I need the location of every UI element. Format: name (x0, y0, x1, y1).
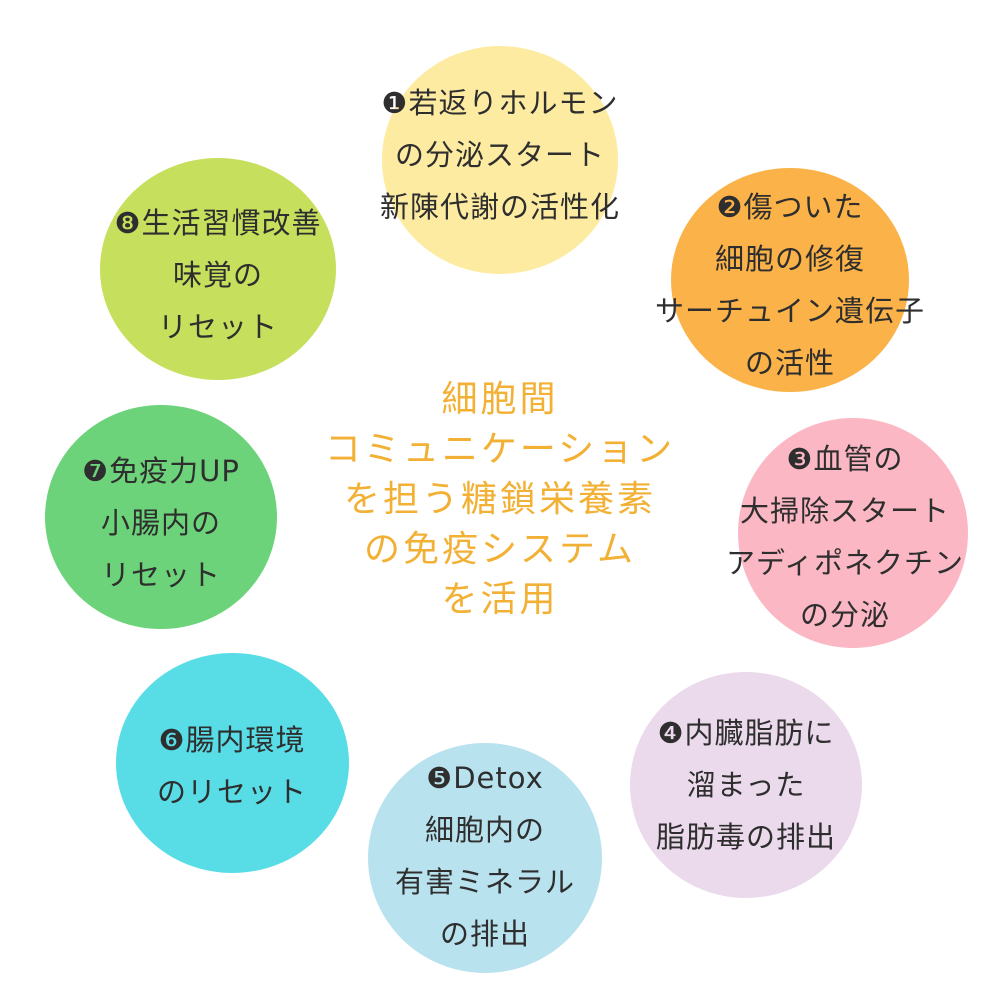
center-line-4: の免疫システム (364, 529, 636, 570)
node-8-line-1: ❽生活習慣改善 (114, 206, 322, 240)
node-2-line-1: ❷傷ついた (716, 190, 864, 224)
node-3-label: ❸血管の 大掃除スタート アディポネクチン の分泌 (726, 433, 964, 641)
node-4-line-3: 脂肪毒の排出 (655, 820, 837, 854)
node-3-line-4: の分泌 (799, 598, 891, 632)
circle-2 (671, 168, 909, 392)
node-1-line-3: 新陳代謝の活性化 (379, 190, 621, 224)
node-2-label: ❷傷ついた 細胞の修復 サーチュイン遺伝子 の活性 (655, 181, 925, 389)
center-line-5: を活用 (441, 579, 559, 620)
node-2-line-2: 細胞の修復 (714, 242, 866, 276)
center-line-1: 細胞間 (441, 379, 559, 420)
node-5-label: ❺Detox 細胞内の 有害ミネラル の排出 (395, 752, 575, 960)
node-2-line-4: の活性 (744, 346, 836, 380)
node-6-label: ❻腸内環境 のリセット (157, 714, 307, 818)
node-4-line-2: 溜まった (686, 768, 806, 802)
center-title: 細胞間 コミュニケーション を担う糖鎖栄養素 の免疫システム を活用 (325, 375, 675, 625)
node-5-line-2: 細胞内の (424, 813, 546, 847)
node-3-line-2: 大掃除スタート (739, 494, 951, 528)
circle-7 (45, 405, 277, 629)
node-5-line-1: ❺Detox (426, 761, 544, 795)
node-6-line-2: のリセット (156, 775, 308, 809)
circle-5 (368, 743, 602, 973)
node-4-label: ❹内臓脂肪に 溜まった 脂肪毒の排出 (656, 707, 836, 863)
node-3-line-1: ❸血管の (786, 442, 904, 476)
node-7-line-1: ❼免疫力UP (82, 454, 240, 488)
node-3-line-3: アディポネクチン (726, 546, 964, 580)
circle-1 (382, 46, 618, 274)
center-line-2: コミュニケーション (324, 429, 676, 470)
node-7-line-3: リセット (100, 558, 221, 592)
node-5-line-3: 有害ミネラル (394, 865, 576, 899)
node-2-line-3: サーチュイン遺伝子 (654, 294, 926, 328)
node-6-line-1: ❻腸内環境 (158, 723, 306, 757)
node-7-line-2: 小腸内の (100, 506, 221, 540)
node-8-line-2: 味覚の (172, 258, 263, 292)
node-1-label: ❶若返りホルモン の分泌スタート 新陳代謝の活性化 (380, 77, 620, 233)
node-1-line-2: の分泌スタート (394, 138, 606, 172)
node-5-line-4: の排出 (439, 917, 531, 951)
circle-6 (116, 653, 349, 873)
node-1-line-1: ❶若返りホルモン (381, 86, 619, 120)
circle-8 (100, 158, 336, 380)
circle-3 (738, 418, 968, 648)
circle-4 (630, 672, 862, 898)
node-8-line-3: リセット (157, 310, 278, 344)
center-line-3: を担う糖鎖栄養素 (343, 479, 656, 520)
node-7-label: ❼免疫力UP 小腸内の リセット (82, 445, 240, 601)
node-4-line-1: ❹内臓脂肪に (657, 716, 835, 750)
node-8-label: ❽生活習慣改善 味覚の リセット (115, 197, 322, 353)
